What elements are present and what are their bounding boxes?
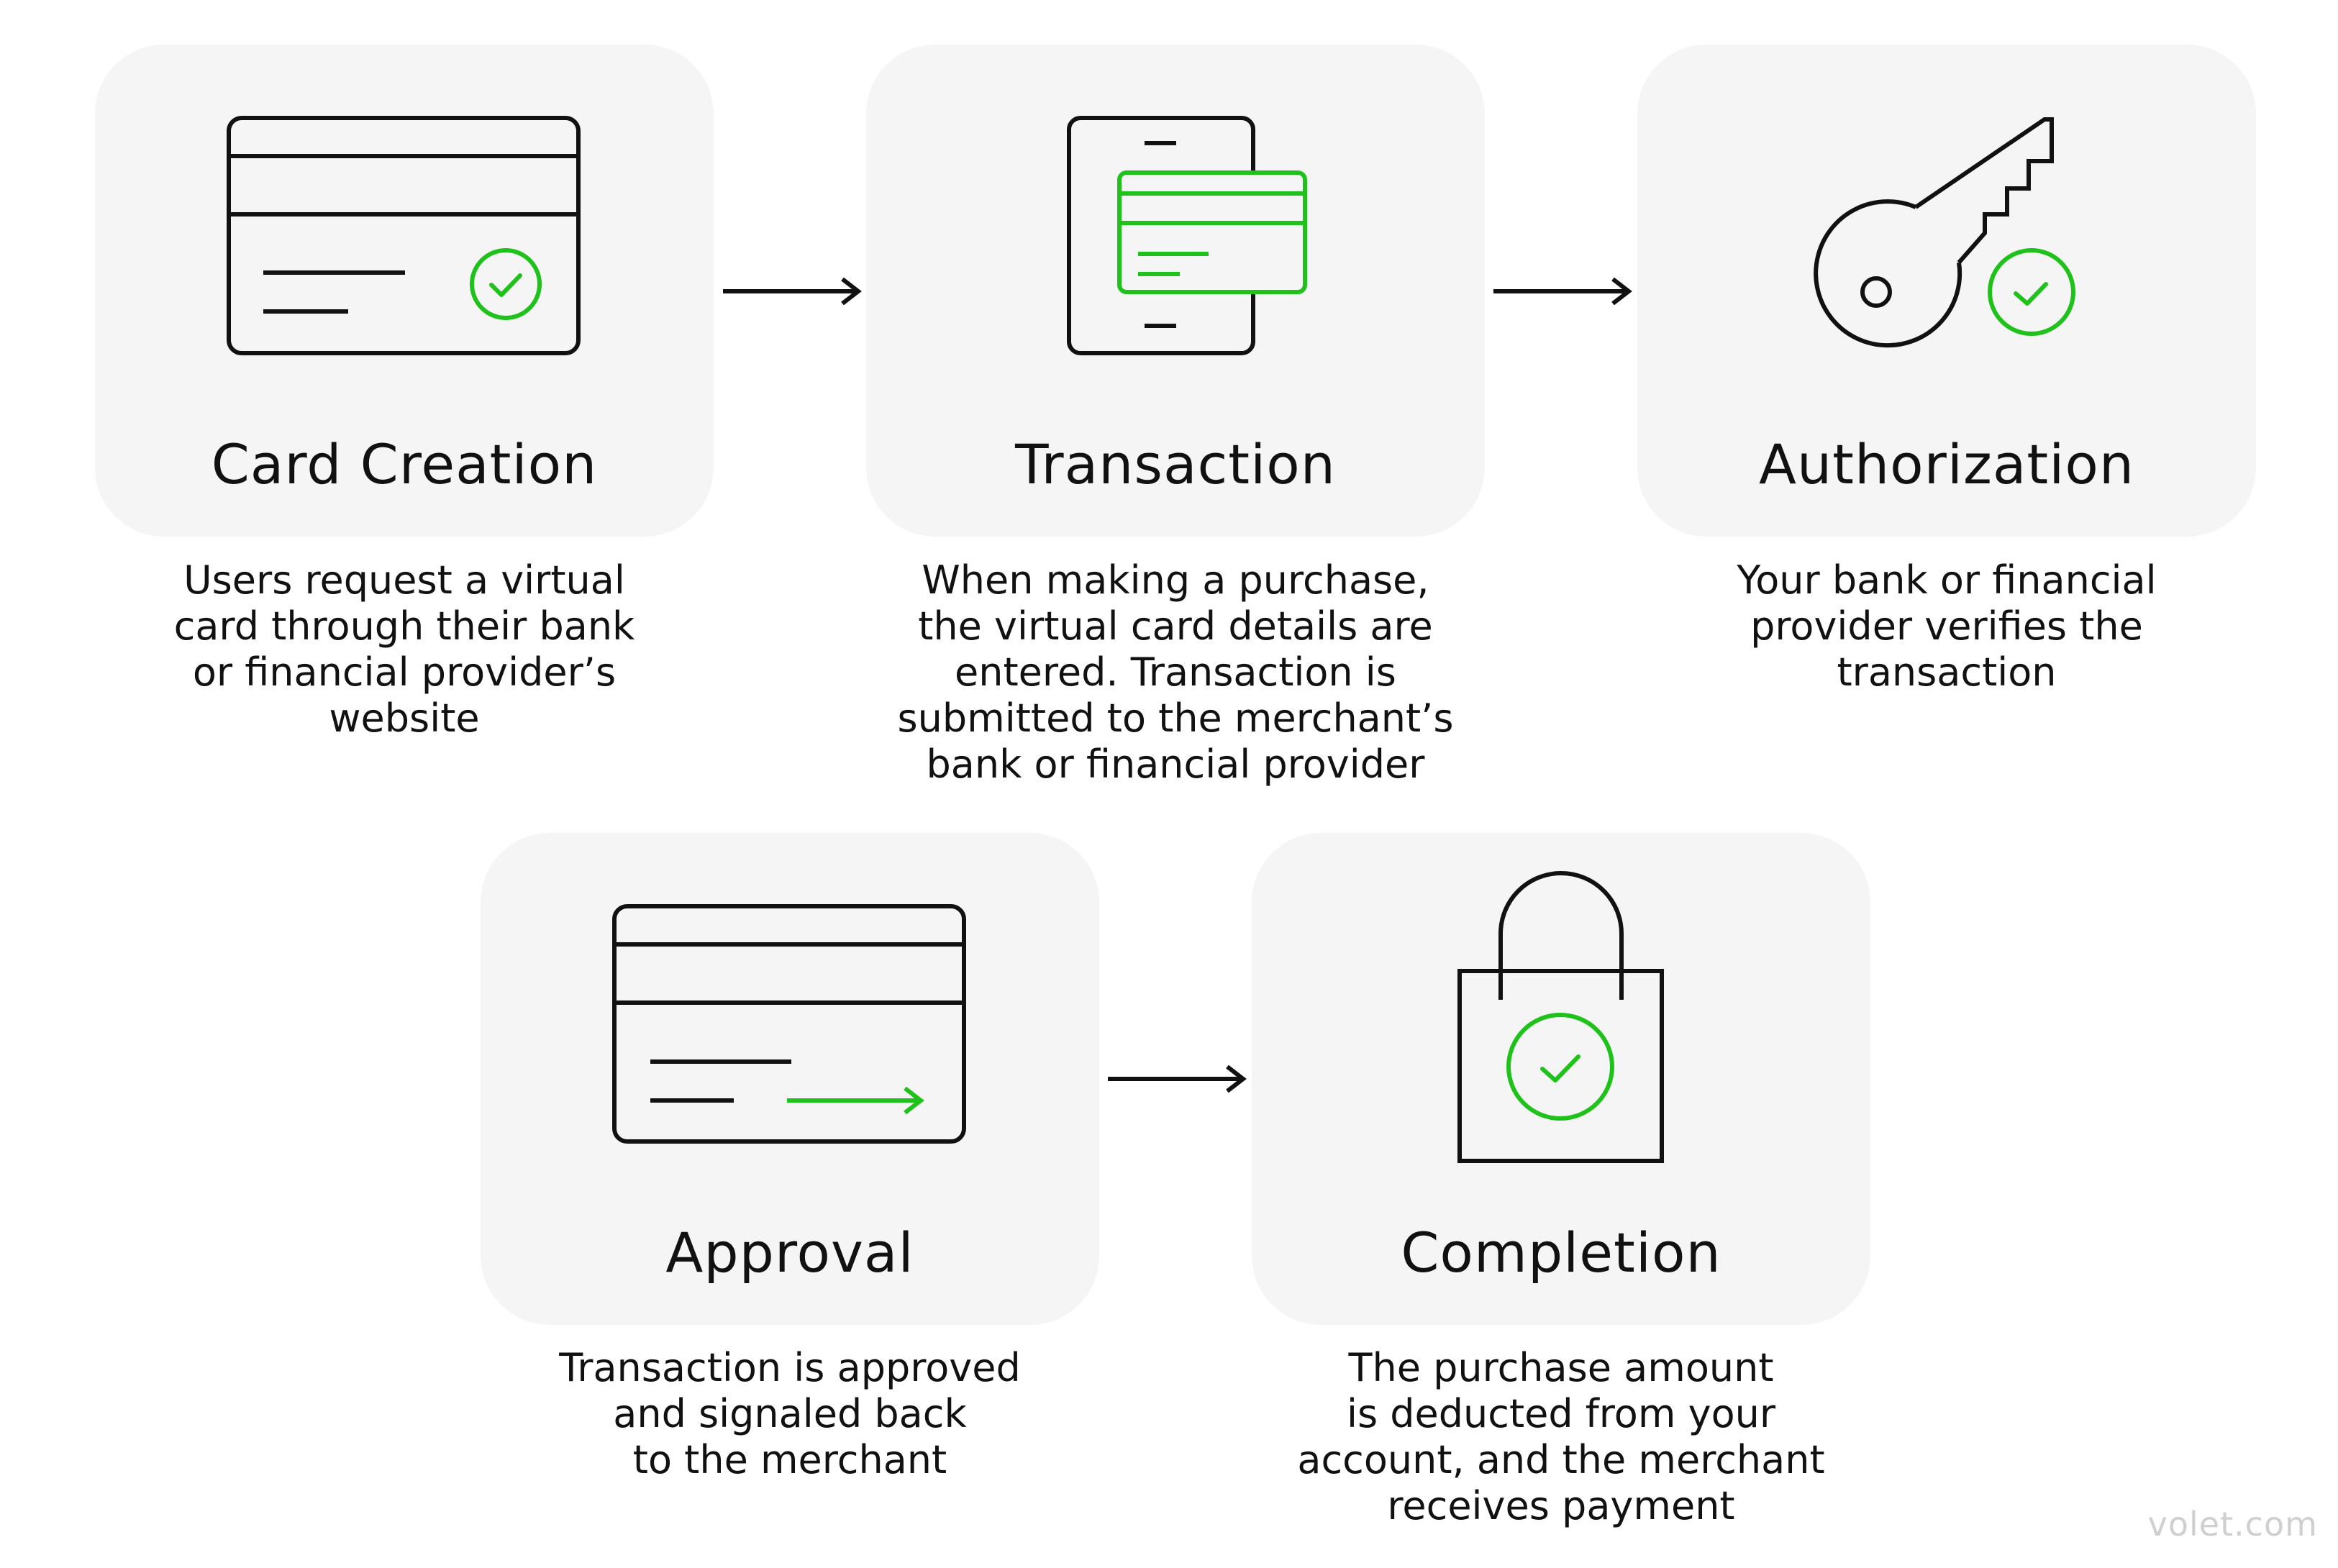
desc-line: and signaled back (613, 1391, 967, 1436)
desc-line: Users request a virtual (183, 557, 625, 603)
phone-card-icon (1067, 116, 1307, 355)
step-description: The purchase amount is deducted from you… (1252, 1345, 1870, 1529)
step-title: Authorization (1758, 432, 2135, 496)
desc-line: or financial provider’s (192, 649, 617, 695)
arrow-right-icon (1493, 277, 1632, 306)
step-card-transaction: Transaction (866, 45, 1485, 537)
shopping-bag-check-icon (1457, 871, 1664, 1163)
step-description: Your bank or financial provider verifies… (1637, 557, 2256, 696)
step-card-completion: Completion (1252, 833, 1870, 1325)
desc-line: Your bank or financial (1737, 557, 2157, 603)
step-card-card-creation: Card Creation (95, 45, 714, 537)
desc-line: is deducted from your (1346, 1391, 1776, 1436)
desc-line: receives payment (1387, 1483, 1735, 1528)
key-check-icon (1814, 117, 2075, 348)
step-card-approval: Approval (481, 833, 1099, 1325)
step-card-authorization: Authorization (1637, 45, 2256, 537)
step-description: Users request a virtual card through the… (95, 557, 714, 742)
desc-line: to the merchant (632, 1437, 947, 1482)
desc-line: The purchase amount (1348, 1345, 1774, 1390)
desc-line: website (329, 696, 480, 741)
desc-line: submitted to the merchant’s (897, 696, 1454, 741)
step-description: When making a purchase, the virtual card… (866, 557, 1485, 788)
desc-line: card through their bank (173, 603, 635, 649)
desc-line: Transaction is approved (559, 1345, 1021, 1390)
desc-line: account, and the merchant (1297, 1437, 1825, 1482)
step-title: Approval (665, 1221, 914, 1285)
step-description: Transaction is approved and signaled bac… (481, 1345, 1099, 1483)
desc-line: provider verifies the (1750, 603, 2143, 649)
credit-card-check-icon (227, 116, 581, 355)
step-title: Card Creation (211, 432, 598, 496)
arrow-right-icon (1108, 1065, 1247, 1093)
desc-line: entered. Transaction is (955, 649, 1396, 695)
desc-line: bank or financial provider (926, 742, 1425, 787)
arrow-right-icon (723, 277, 862, 306)
desc-line: the virtual card details are (918, 603, 1433, 649)
desc-line: When making a purchase, (922, 557, 1429, 603)
credit-card-arrow-icon (612, 904, 966, 1144)
watermark-logo: volet.com (2147, 1505, 2318, 1544)
step-title: Transaction (1015, 432, 1336, 496)
desc-line: transaction (1837, 649, 2057, 695)
step-title: Completion (1401, 1221, 1721, 1285)
